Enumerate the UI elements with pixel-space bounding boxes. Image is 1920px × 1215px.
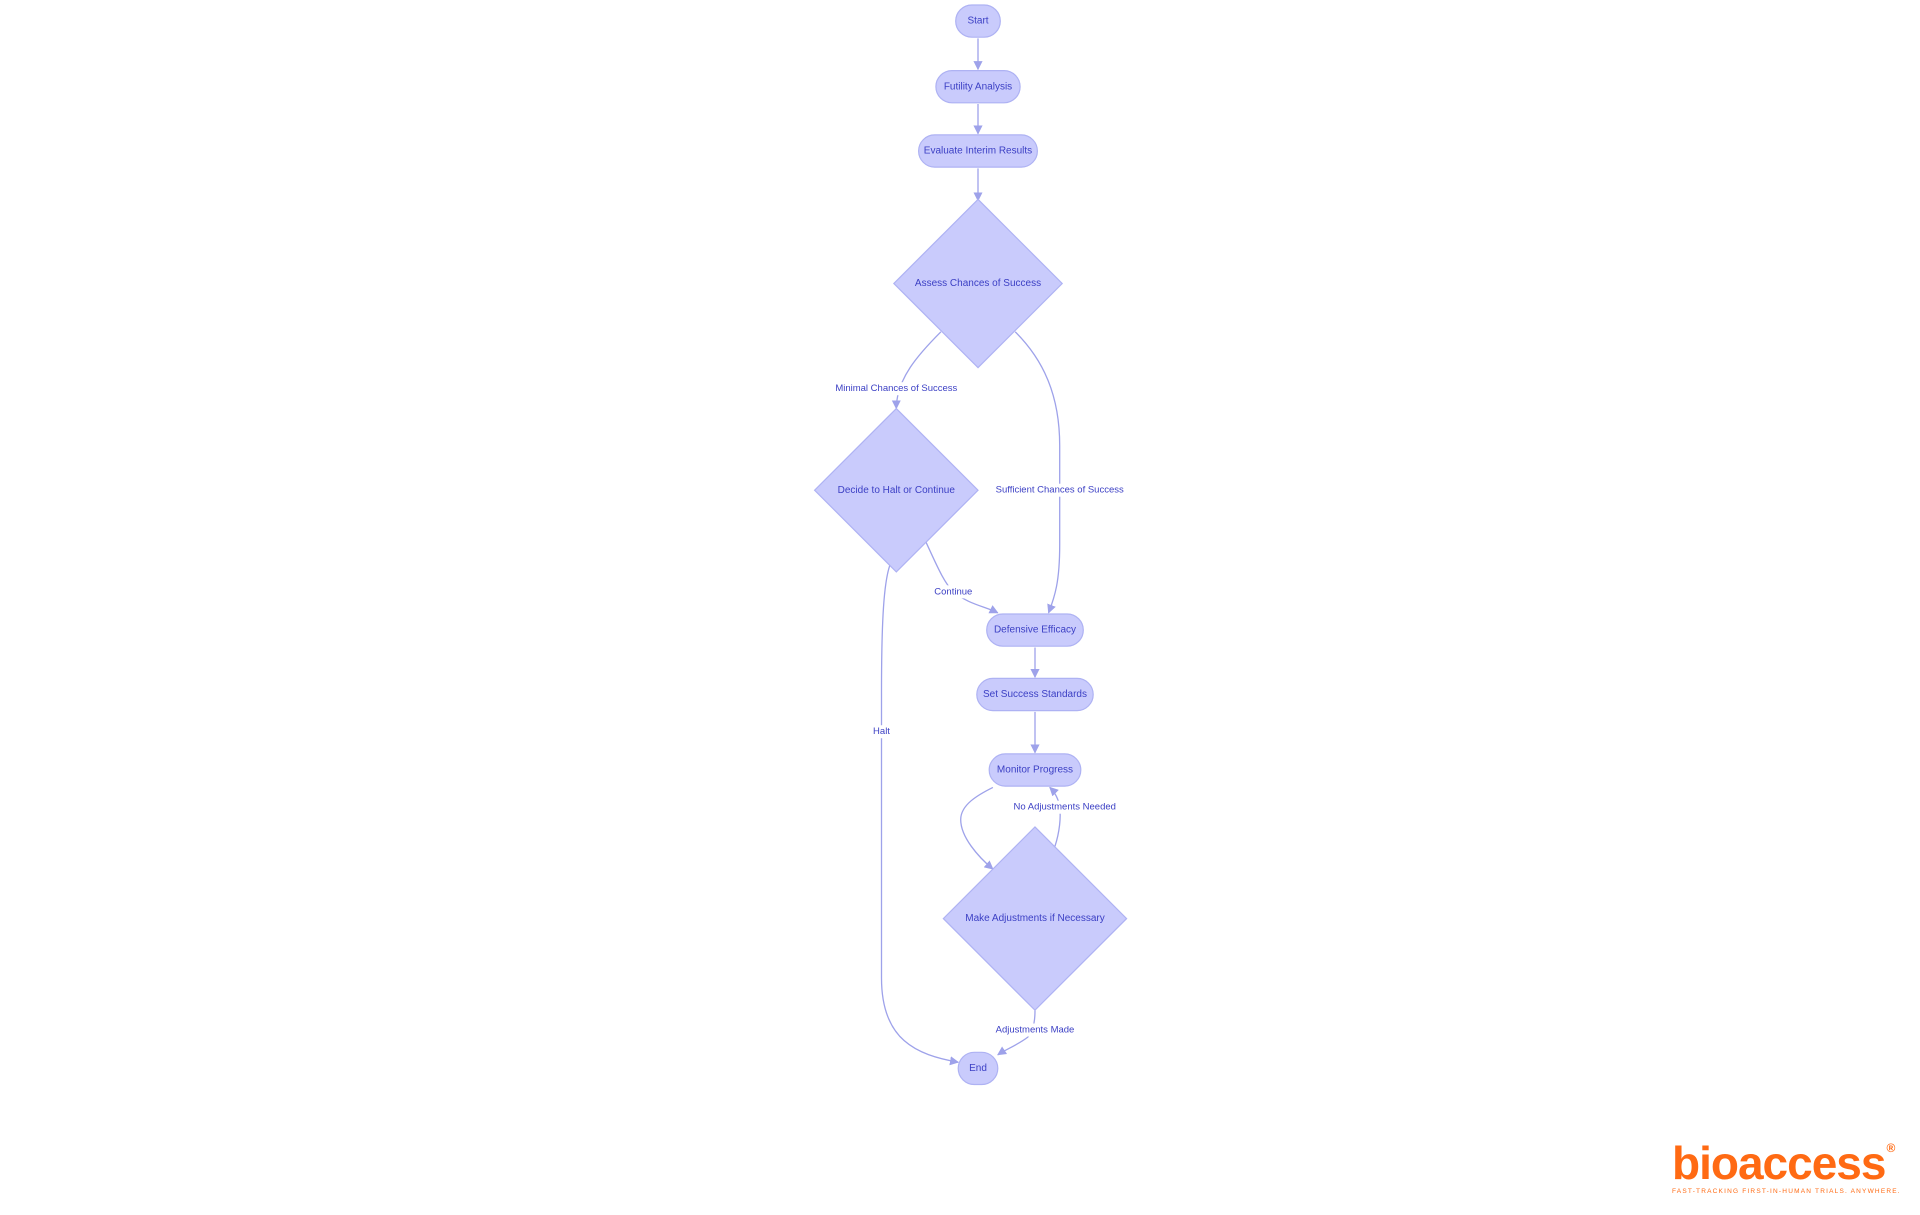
node-label: Start [967, 16, 988, 27]
edge-label-assess-to-defensive: Sufficient Chances of Success [993, 483, 1127, 497]
edge-label-text: Continue [934, 586, 972, 597]
node-assess[interactable]: Assess Chances of Success [892, 198, 1064, 369]
node-start[interactable]: Start [955, 4, 1001, 38]
node-shape-diamond [892, 198, 1064, 369]
edge-label-assess-to-decide: Minimal Chances of Success [833, 382, 960, 396]
node-shape-rounded [988, 753, 1082, 787]
node-label: Defensive Efficacy [994, 625, 1076, 636]
bioaccess-logo: bioaccess® FAST-TRACKING FIRST-IN-HUMAN … [1672, 1137, 1901, 1195]
edge-label-adjust-to-end: Adjustments Made [993, 1023, 1077, 1037]
node-shape-rounded [957, 1051, 999, 1086]
node-futility[interactable]: Futility Analysis [935, 69, 1021, 104]
edge-label-decide-to-defensive: Continue [932, 585, 975, 599]
logo-tagline: FAST-TRACKING FIRST-IN-HUMAN TRIALS. ANY… [1672, 1188, 1901, 1195]
edge-adjust-to-monitor [1049, 786, 1061, 848]
node-label: Monitor Progress [997, 765, 1073, 776]
edge-label-text: Minimal Chances of Success [835, 383, 957, 394]
edge-adjust-to-end [997, 1010, 1036, 1056]
edge-label-background [833, 382, 960, 396]
edge-label-text: Sufficient Chances of Success [996, 485, 1124, 496]
edge-decide-to-end [880, 564, 960, 1066]
node-end[interactable]: End [957, 1051, 999, 1086]
edge-label-background [993, 483, 1127, 497]
edge-monitor-to-adjust [960, 786, 994, 870]
node-decide[interactable]: Decide to Halt or Continue [813, 407, 979, 573]
node-label: Make Adjustments if Necessary [965, 913, 1105, 924]
edge-label-text: Adjustments Made [996, 1025, 1075, 1036]
registered-mark: ® [1886, 1141, 1895, 1155]
node-monitor[interactable]: Monitor Progress [988, 753, 1082, 787]
node-shape-rounded [917, 134, 1038, 168]
edge-label-background [993, 1023, 1077, 1037]
edge-decide-to-defensive [925, 541, 999, 614]
node-label: Decide to Halt or Continue [838, 485, 956, 496]
edge-label-decide-to-end: Halt [871, 725, 893, 739]
edge-label-background [1011, 800, 1118, 814]
node-adjust[interactable]: Make Adjustments if Necessary [942, 826, 1128, 1012]
node-label: Evaluate Interim Results [924, 146, 1032, 157]
edge-label-text: No Adjustments Needed [1013, 802, 1115, 813]
edge-label-background [871, 725, 893, 739]
node-shape-rounded [976, 677, 1094, 712]
edge-label-background [932, 585, 975, 599]
edge-label-text: Halt [873, 726, 890, 737]
node-shape-diamond [813, 407, 979, 573]
edge-assess-to-decide [891, 331, 942, 410]
edge-assess-to-defensive [1014, 331, 1061, 614]
node-shape-rounded [935, 69, 1021, 104]
node-label: Futility Analysis [944, 81, 1012, 92]
node-shape-rounded [986, 613, 1084, 647]
node-label: Set Success Standards [983, 689, 1087, 700]
node-shape-diamond [942, 826, 1128, 1012]
node-shape-rounded [955, 4, 1001, 38]
node-standards[interactable]: Set Success Standards [976, 677, 1094, 712]
node-label: Assess Chances of Success [915, 278, 1041, 289]
node-evaluate[interactable]: Evaluate Interim Results [917, 134, 1038, 168]
logo-wordmark: bioaccess® [1672, 1137, 1895, 1189]
node-label: End [969, 1063, 987, 1074]
node-defensive[interactable]: Defensive Efficacy [986, 613, 1084, 647]
edge-label-adjust-to-monitor: No Adjustments Needed [1011, 800, 1118, 814]
